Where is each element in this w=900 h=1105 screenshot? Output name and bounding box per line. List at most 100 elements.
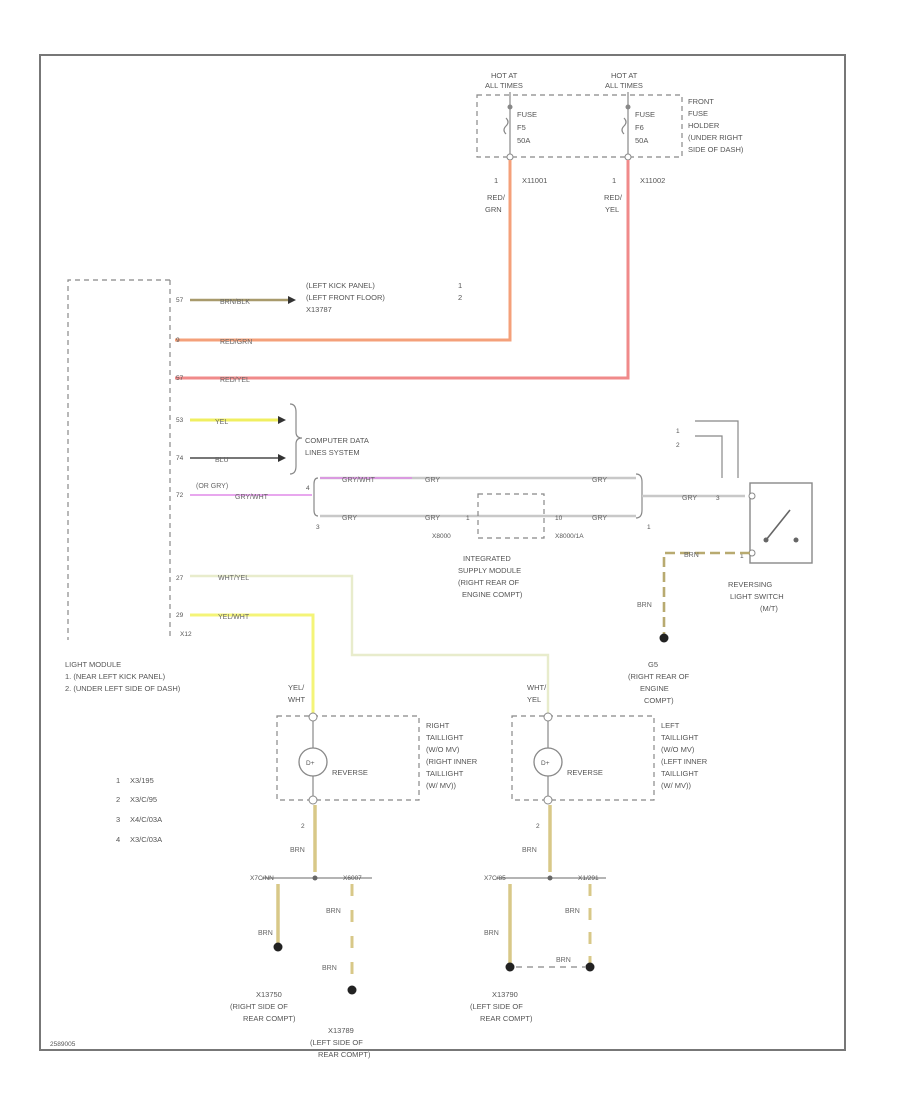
svg-text:X13789: X13789 xyxy=(328,1026,354,1035)
svg-text:BRN/BLK: BRN/BLK xyxy=(220,299,250,306)
svg-text:2: 2 xyxy=(301,823,305,830)
svg-text:X13750: X13750 xyxy=(256,990,282,999)
svg-text:BLU: BLU xyxy=(215,457,229,464)
svg-text:BRN: BRN xyxy=(684,552,699,559)
fuse-left-conn: X11001 xyxy=(522,176,547,185)
svg-text:COMPT): COMPT) xyxy=(644,696,674,705)
supply-module-box xyxy=(477,493,545,539)
svg-text:(LEFT INNER: (LEFT INNER xyxy=(661,757,708,766)
left-taillight: WHT/ YEL D+ REVERSE LEFT TAILLIGHT (W/O … xyxy=(470,683,708,1023)
document-id: 2589005 xyxy=(50,1041,76,1048)
svg-text:72: 72 xyxy=(176,492,184,499)
svg-text:1: 1 xyxy=(116,776,120,785)
ground-kick-panel: (LEFT KICK PANEL) (LEFT FRONT FLOOR) X13… xyxy=(306,281,462,314)
svg-text:GRY: GRY xyxy=(342,515,357,522)
module-wires: 57 BRN/BLK 9 RED/GRN 57 RED/YEL 53 YEL 7… xyxy=(176,296,550,714)
svg-text:2: 2 xyxy=(536,823,540,830)
svg-text:TAILLIGHT: TAILLIGHT xyxy=(426,733,464,742)
svg-text:1: 1 xyxy=(466,515,470,522)
svg-text:2. (UNDER LEFT SIDE OF DASH): 2. (UNDER LEFT SIDE OF DASH) xyxy=(65,684,181,693)
svg-text:2: 2 xyxy=(116,795,120,804)
svg-text:RIGHT: RIGHT xyxy=(426,721,450,730)
svg-text:LIGHT MODULE: LIGHT MODULE xyxy=(65,660,121,669)
svg-text:27: 27 xyxy=(176,575,184,582)
svg-text:FUSE: FUSE xyxy=(688,109,708,118)
svg-text:GRY/WHT: GRY/WHT xyxy=(342,477,376,484)
svg-text:(LEFT FRONT FLOOR): (LEFT FRONT FLOOR) xyxy=(306,293,385,302)
svg-text:WHT/YEL: WHT/YEL xyxy=(218,575,249,582)
svg-text:LIGHT SWITCH: LIGHT SWITCH xyxy=(730,592,784,601)
svg-text:INTEGRATED: INTEGRATED xyxy=(463,554,511,563)
svg-text:4: 4 xyxy=(116,835,120,844)
svg-text:3: 3 xyxy=(316,524,320,531)
reversing-light-switch: 1 2 3 1 BRN BRN REVERSING LIGHT SWITCH (… xyxy=(628,420,813,705)
svg-text:LEFT: LEFT xyxy=(661,721,680,730)
svg-text:74: 74 xyxy=(176,455,184,462)
svg-text:GRY: GRY xyxy=(425,515,440,522)
fuse-left-pin: 1 xyxy=(494,176,498,185)
svg-text:(LEFT SIDE OF: (LEFT SIDE OF xyxy=(310,1038,363,1047)
svg-text:GRY/WHT: GRY/WHT xyxy=(235,494,269,501)
svg-text:(OR GRY): (OR GRY) xyxy=(196,483,228,490)
svg-text:57: 57 xyxy=(176,375,184,382)
svg-text:4: 4 xyxy=(306,485,310,492)
svg-text:X13790: X13790 xyxy=(492,990,518,999)
fuse-left: HOT AT ALL TIMES FUSE F5 50A 1 X11001 RE… xyxy=(485,71,547,214)
svg-text:(RIGHT INNER: (RIGHT INNER xyxy=(426,757,478,766)
svg-text:BRN: BRN xyxy=(326,908,341,915)
left-reverse-label: REVERSE xyxy=(567,768,603,777)
svg-text:YEL/: YEL/ xyxy=(288,683,305,692)
svg-text:X3/195: X3/195 xyxy=(130,776,154,785)
svg-text:1: 1 xyxy=(647,524,651,531)
fuse-right-fuse: FUSE xyxy=(635,110,655,119)
svg-text:GRY: GRY xyxy=(682,495,697,502)
wire-red-grn xyxy=(175,160,512,342)
fuse-holder-box xyxy=(476,94,683,158)
svg-text:X8000/1A: X8000/1A xyxy=(555,533,584,540)
svg-text:(W/O MV): (W/O MV) xyxy=(426,745,460,754)
svg-text:3: 3 xyxy=(716,495,720,502)
svg-text:TAILLIGHT: TAILLIGHT xyxy=(661,769,699,778)
svg-text:FRONT: FRONT xyxy=(688,97,714,106)
svg-text:1. (NEAR LEFT KICK PANEL): 1. (NEAR LEFT KICK PANEL) xyxy=(65,672,166,681)
data-lines-bracket xyxy=(289,403,303,475)
fuse-right-num: F6 xyxy=(635,123,644,132)
svg-text:TAILLIGHT: TAILLIGHT xyxy=(661,733,699,742)
fuse-left-wire1: RED/ xyxy=(487,193,506,202)
svg-text:SUPPLY MODULE: SUPPLY MODULE xyxy=(458,566,521,575)
svg-text:BRN: BRN xyxy=(637,602,652,609)
svg-text:1: 1 xyxy=(458,281,462,290)
svg-text:29: 29 xyxy=(176,612,184,619)
light-module-box xyxy=(67,279,170,640)
fuse-holder-label: FRONT FUSE HOLDER (UNDER RIGHT SIDE OF D… xyxy=(688,97,744,154)
fuse-left-wire2: GRN xyxy=(485,205,502,214)
svg-text:YEL: YEL xyxy=(527,695,541,704)
svg-text:57: 57 xyxy=(176,297,184,304)
svg-text:2: 2 xyxy=(458,293,462,302)
svg-text:X6007: X6007 xyxy=(343,875,362,882)
svg-text:BRN: BRN xyxy=(258,930,273,937)
fuse-left-hot2: ALL TIMES xyxy=(485,81,523,90)
svg-text:SIDE OF DASH): SIDE OF DASH) xyxy=(688,145,744,154)
fuse-right-conn: X11002 xyxy=(640,176,665,185)
diagram-frame xyxy=(39,54,846,1051)
fuse-right: HOT AT ALL TIMES FUSE F6 50A 1 X11002 RE… xyxy=(604,71,665,214)
svg-text:(W/ MV)): (W/ MV)) xyxy=(426,781,456,790)
svg-text:D+: D+ xyxy=(541,760,550,767)
svg-text:D+: D+ xyxy=(306,760,315,767)
svg-text:X1/291: X1/291 xyxy=(578,875,599,882)
fuse-left-amp: 50A xyxy=(517,136,530,145)
svg-text:53: 53 xyxy=(176,417,184,424)
fuse-left-fuse: FUSE xyxy=(517,110,537,119)
svg-text:HOLDER: HOLDER xyxy=(688,121,720,130)
svg-text:1: 1 xyxy=(740,553,744,560)
svg-text:BRN: BRN xyxy=(484,930,499,937)
fuse-left-hot: HOT AT xyxy=(491,71,518,80)
svg-text:BRN: BRN xyxy=(522,847,537,854)
svg-text:X3/C/03A: X3/C/03A xyxy=(130,835,162,844)
svg-text:2: 2 xyxy=(676,442,680,449)
svg-text:LINES SYSTEM: LINES SYSTEM xyxy=(305,448,360,457)
svg-text:ENGINE: ENGINE xyxy=(640,684,669,693)
svg-text:TAILLIGHT: TAILLIGHT xyxy=(426,769,464,778)
